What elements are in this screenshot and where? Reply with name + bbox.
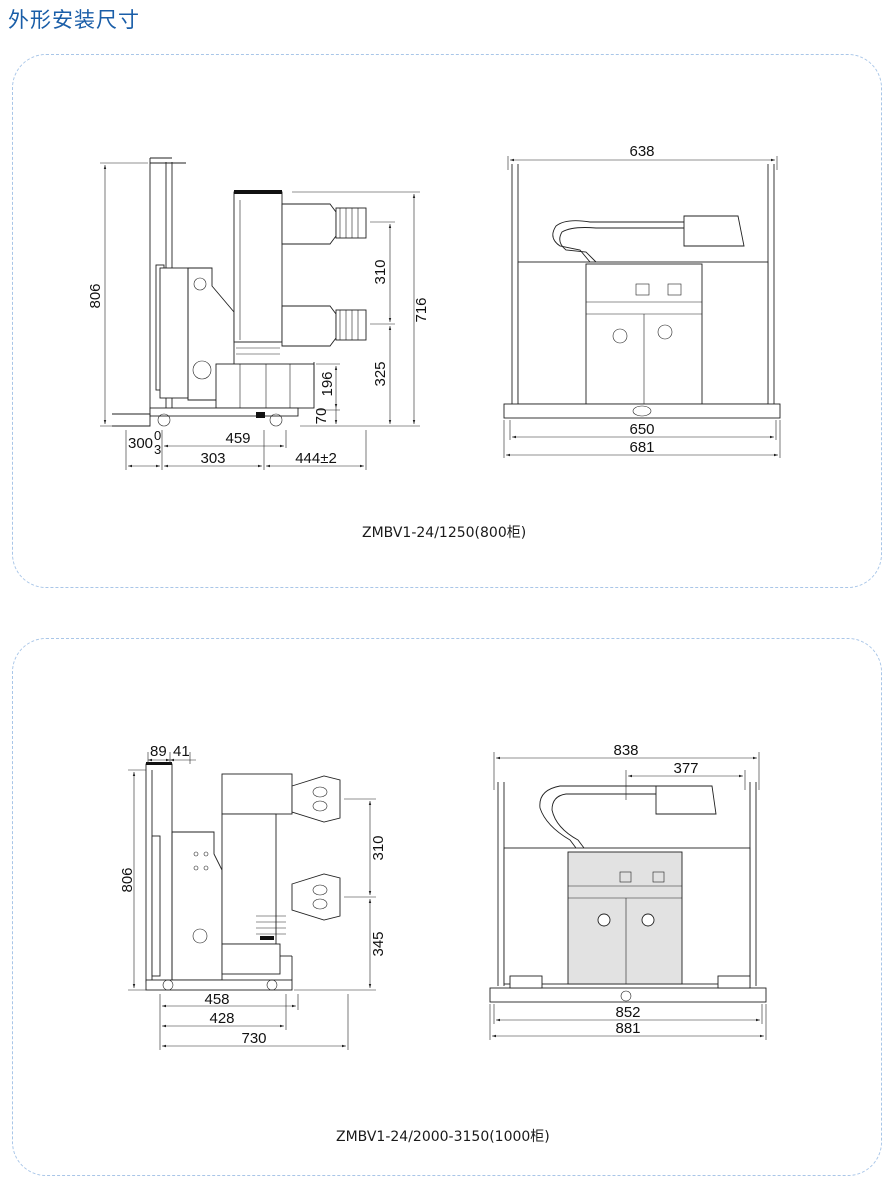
dim-310b: 310 xyxy=(370,835,387,860)
dim-650: 650 xyxy=(629,421,654,438)
dim-838: 838 xyxy=(613,742,638,759)
side-view-800: 806 310 325 716 196 70 459 300 0 3 303 4… xyxy=(87,157,430,470)
dim-852: 852 xyxy=(615,1004,640,1021)
drawing-panel-1000 xyxy=(12,638,882,1176)
caption-1000: ZMBV1-24/2000-3150(1000柜) xyxy=(336,1129,550,1145)
dim-730: 730 xyxy=(241,1030,266,1047)
dim-428: 428 xyxy=(209,1010,234,1027)
dim-345: 345 xyxy=(370,931,387,956)
dim-638: 638 xyxy=(629,143,654,160)
side-view-1000: 89 41 806 310 345 458 428 730 xyxy=(119,743,387,1050)
dim-300: 300 xyxy=(128,435,153,452)
dim-303: 303 xyxy=(200,450,225,467)
dim-806: 806 xyxy=(87,283,104,308)
dim-0: 0 xyxy=(154,428,161,443)
dim-716: 716 xyxy=(413,297,430,322)
drawing-panel-800 xyxy=(12,54,882,588)
dim-459: 459 xyxy=(225,430,250,447)
dim-3: 3 xyxy=(154,442,161,457)
page-title: 外形安装尺寸 xyxy=(8,8,140,32)
front-view-1000: 838 377 852 881 xyxy=(489,742,767,1040)
dim-377: 377 xyxy=(673,760,698,777)
dim-41: 41 xyxy=(173,743,190,760)
dim-444: 444±2 xyxy=(295,450,337,467)
dim-681: 681 xyxy=(629,439,654,456)
dim-806b: 806 xyxy=(119,867,136,892)
dim-70: 70 xyxy=(313,408,330,425)
caption-800: ZMBV1-24/1250(800柜) xyxy=(362,525,527,541)
front-view-800: 638 650 681 xyxy=(503,143,781,458)
dim-881: 881 xyxy=(615,1020,640,1037)
dim-325: 325 xyxy=(372,361,389,386)
dim-458: 458 xyxy=(204,991,229,1008)
dim-196: 196 xyxy=(319,371,336,396)
dim-89: 89 xyxy=(150,743,167,760)
dim-310: 310 xyxy=(372,259,389,284)
